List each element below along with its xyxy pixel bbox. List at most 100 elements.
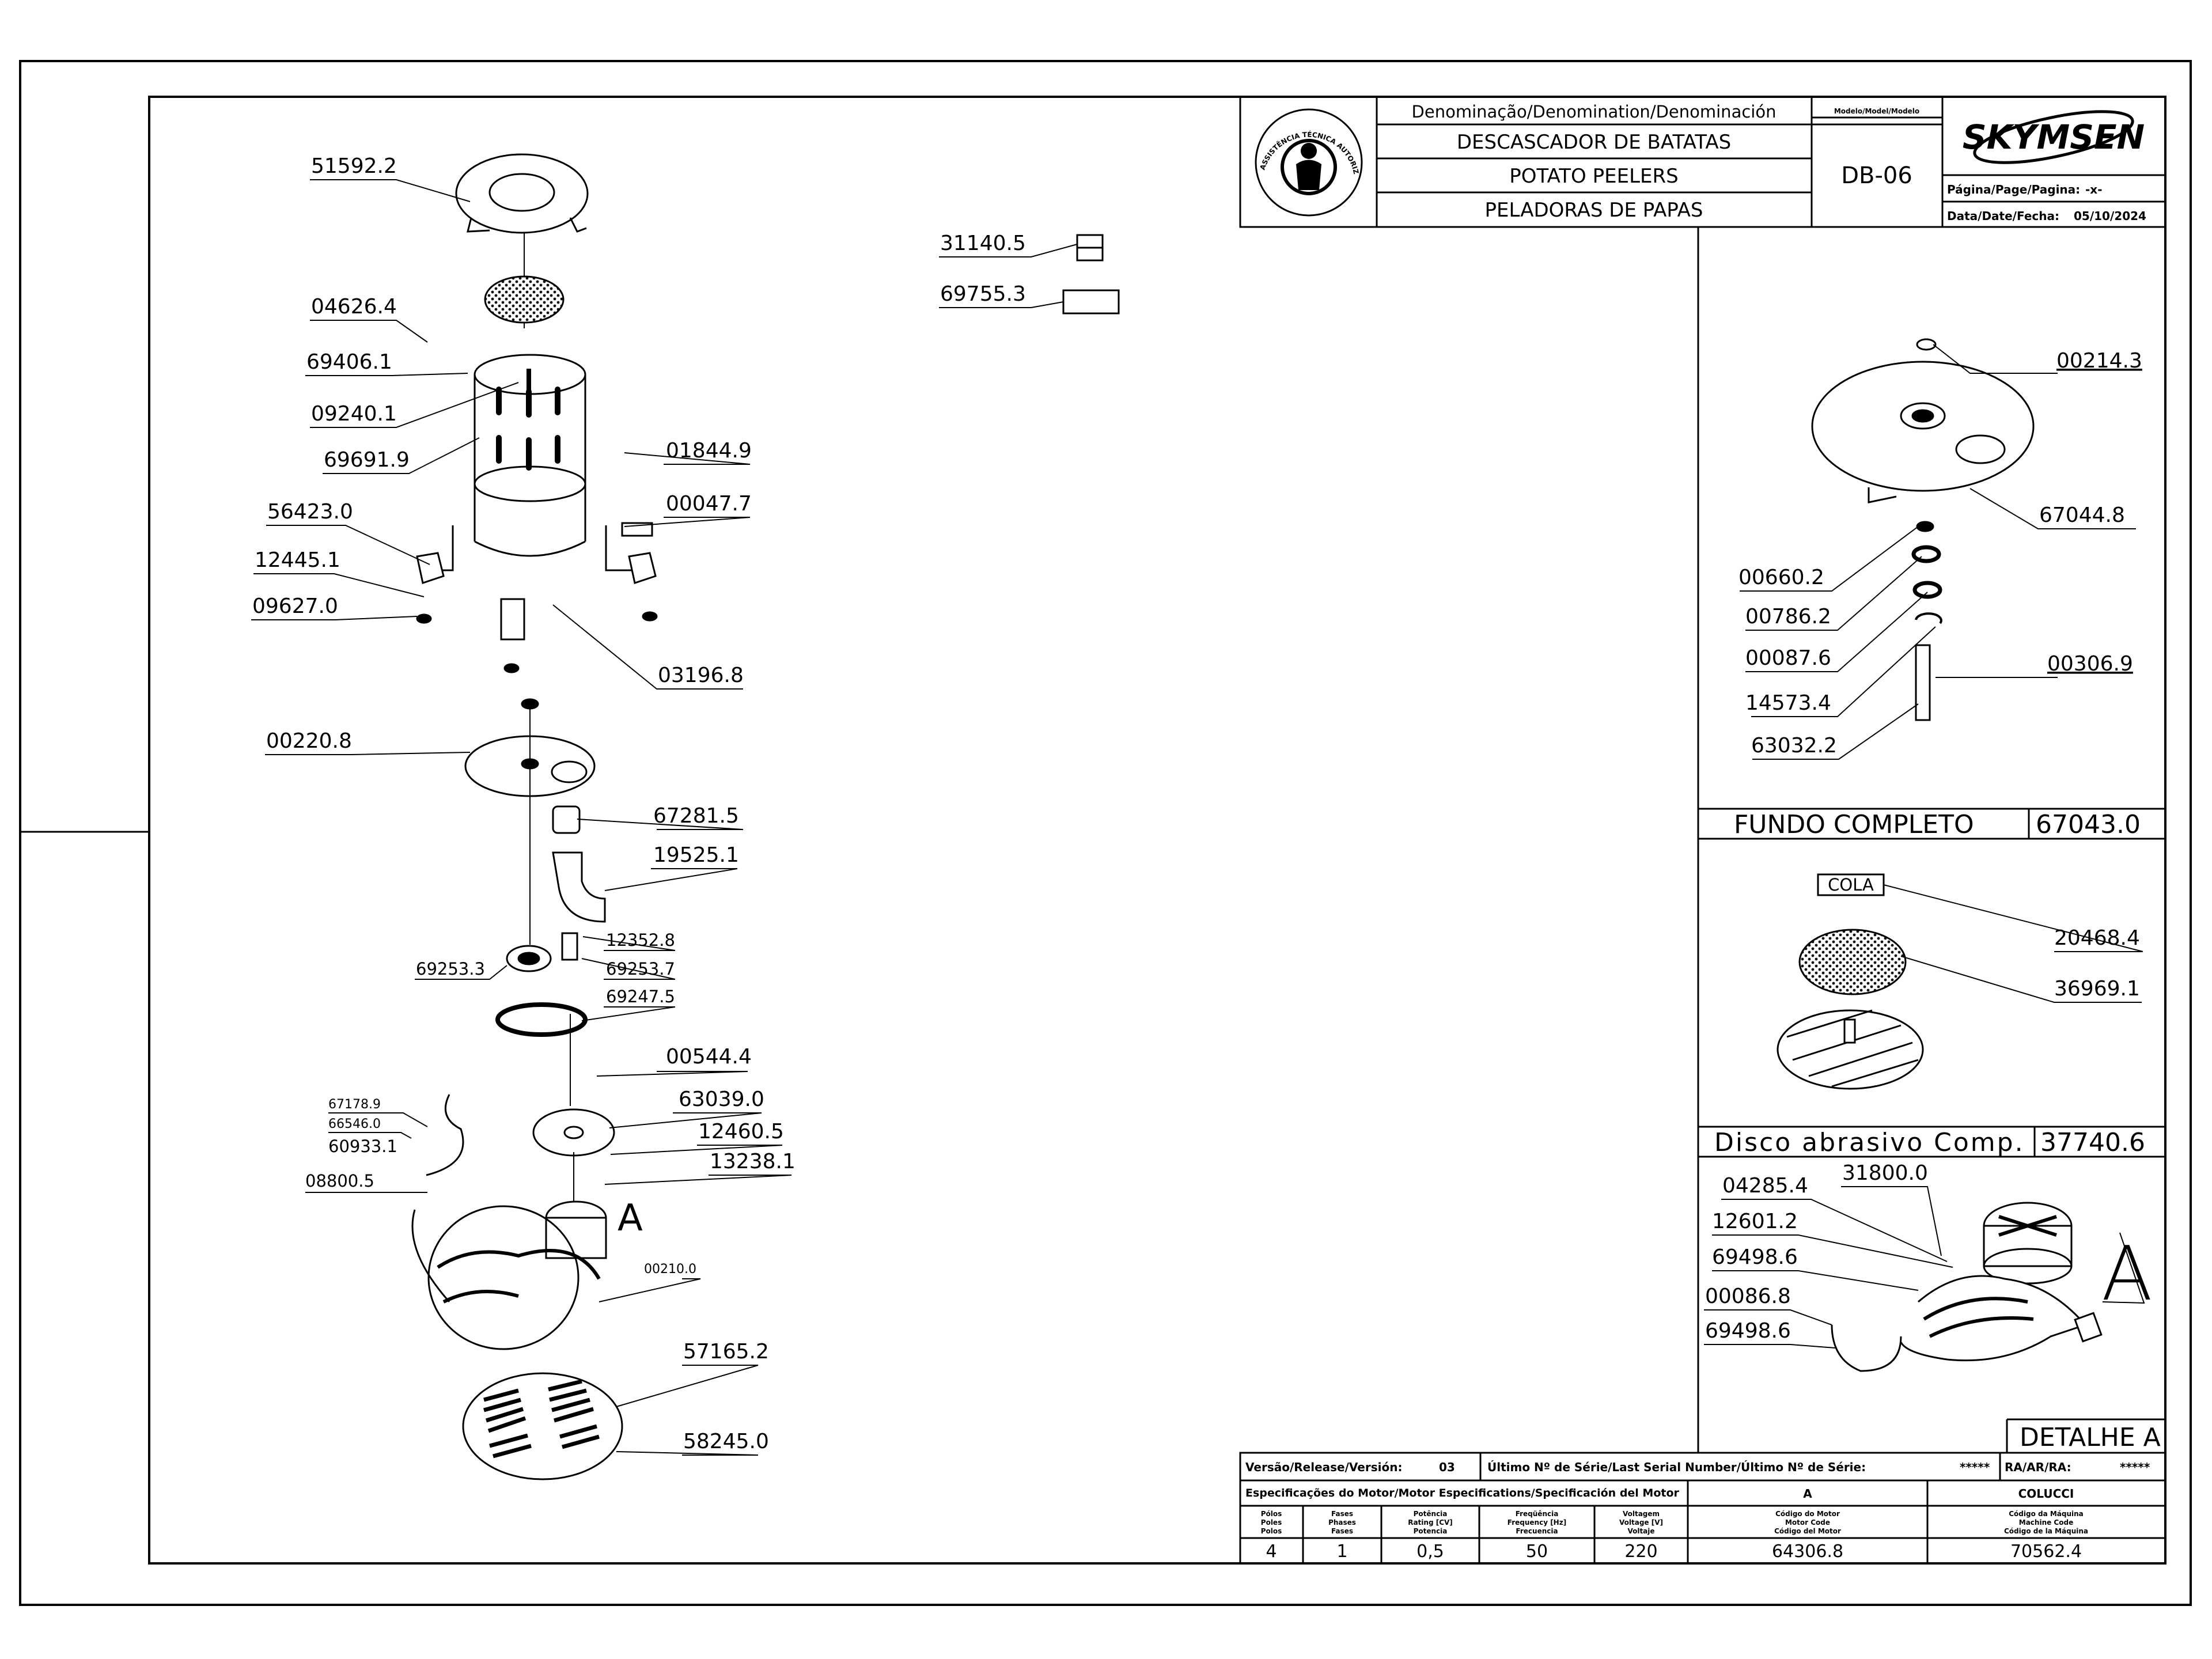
- svg-text:Pólos: Pólos: [1261, 1510, 1282, 1518]
- part-label: 00214.3: [2056, 349, 2142, 373]
- svg-text:Rating [CV]: Rating [CV]: [1408, 1518, 1453, 1527]
- machine-code-header: COLUCCI: [2018, 1487, 2074, 1501]
- authorized-service-seal: ASSISTÊNCIA TÉCNICA AUTORIZADA: [0, 0, 1363, 217]
- sheet-border: [19, 60, 2192, 1606]
- fundo-labels: 00214.3 67044.8 00660.2 00786.2 00087.6 …: [1734, 349, 2142, 839]
- part-label: 69691.9: [324, 448, 410, 472]
- part-label: 67281.5: [653, 804, 739, 828]
- seal-text: ASSISTÊNCIA TÉCNICA AUTORIZADA: [0, 0, 1360, 175]
- part-label: 00210.0: [644, 1262, 696, 1277]
- part-label: 69406.1: [306, 350, 392, 374]
- part-label: 12445.1: [255, 548, 340, 572]
- part-label: 08800.5: [305, 1171, 374, 1191]
- part-label: 00306.9: [2047, 652, 2133, 676]
- date-label: Data/Date/Fecha:: [1947, 209, 2059, 223]
- svg-text:Poles: Poles: [1261, 1518, 1282, 1527]
- svg-text:Fases: Fases: [1331, 1510, 1353, 1518]
- part-label: 58245.0: [683, 1430, 769, 1453]
- part-label: 56423.0: [267, 500, 353, 524]
- part-label: 69247.5: [606, 987, 675, 1006]
- denomination-header: Denominação/Denomination/Denominación: [1412, 102, 1777, 122]
- page-value: -x-: [2085, 183, 2103, 196]
- model-header: Modelo/Model/Modelo: [1834, 107, 1919, 115]
- disco-leaders: [1883, 884, 2143, 1003]
- part-label: 00544.4: [666, 1045, 752, 1069]
- part-label: 09627.0: [252, 594, 338, 618]
- detalhe-section-title: DETALHE A: [2020, 1423, 2161, 1452]
- model-value: DB-06: [1841, 162, 1912, 189]
- svg-text:Potencia: Potencia: [1414, 1527, 1448, 1535]
- part-label: 31140.5: [940, 232, 1026, 255]
- phases-value: 1: [1336, 1541, 1347, 1562]
- detalhe-labels: 04285.4 31800.0 12601.2 69498.6 00086.8 …: [1705, 1161, 2161, 1452]
- fundo-drawing: [1811, 338, 2035, 721]
- power-value: 0,5: [1416, 1541, 1444, 1562]
- svg-text:Código del Motor: Código del Motor: [1774, 1527, 1841, 1535]
- part-label: 69498.6: [1712, 1245, 1798, 1269]
- part-label: 66546.0: [328, 1117, 381, 1131]
- frequency-value: 50: [1526, 1541, 1548, 1562]
- fundo-leaders: [1740, 344, 2136, 760]
- footer-values: 4 1 0,5 50 220 64306.8 70562.4: [1266, 1541, 2082, 1562]
- part-label: 31800.0: [1842, 1161, 1928, 1185]
- part-label: 69253.7: [606, 959, 675, 979]
- svg-text:Código da Máquina: Código da Máquina: [2009, 1510, 2084, 1518]
- title-block: [1239, 96, 2166, 228]
- svg-text:Freqüência: Freqüência: [1516, 1510, 1559, 1518]
- motor-code-header: A: [1803, 1487, 1812, 1501]
- voltage-value: 220: [1624, 1541, 1657, 1562]
- svg-text:Voltagem: Voltagem: [1623, 1510, 1660, 1518]
- svg-text:Motor Code: Motor Code: [1785, 1518, 1830, 1527]
- part-label: 00047.7: [666, 492, 752, 516]
- poles-value: 4: [1266, 1541, 1277, 1562]
- disco-section-code: 37740.6: [2040, 1128, 2145, 1157]
- detail-marker: A: [2101, 1230, 2153, 1317]
- part-label: 36969.1: [2054, 977, 2140, 1001]
- svg-text:Phases: Phases: [1328, 1518, 1356, 1527]
- page-label: Página/Page/Pagina:: [1947, 183, 2080, 196]
- detalhe-leaders: [1704, 1186, 2145, 1349]
- date-value: 05/10/2024: [2074, 209, 2146, 223]
- part-label: 69498.6: [1705, 1319, 1791, 1343]
- part-label: 00220.8: [266, 729, 352, 753]
- svg-text:Machine Code: Machine Code: [2019, 1518, 2073, 1527]
- part-label: 14573.4: [1745, 691, 1831, 715]
- part-label: 12352.8: [606, 930, 675, 950]
- footer-column-headers: Pólos Poles Polos Fases Phases Fases Pot…: [1261, 1510, 2088, 1535]
- part-label: 20468.4: [2054, 926, 2140, 950]
- part-label: 67178.9: [328, 1097, 381, 1112]
- motor-spec-label: Especificações do Motor/Motor Especifica…: [1245, 1487, 1680, 1499]
- part-label: 09240.1: [311, 402, 397, 426]
- ra-label: RA/AR/RA:: [2005, 1460, 2071, 1474]
- version-label: Versão/Release/Versión:: [1245, 1460, 1402, 1474]
- part-label: 19525.1: [653, 843, 739, 867]
- name-pt: DESCASCADOR DE BATATAS: [1457, 131, 1731, 154]
- part-label: 69755.3: [940, 282, 1026, 306]
- part-label: 04285.4: [1722, 1174, 1808, 1198]
- part-label: 03196.8: [658, 664, 744, 687]
- brand-name: SKYMSEN: [1963, 118, 2145, 157]
- part-label: 00087.6: [1745, 646, 1831, 670]
- fundo-section-title: FUNDO COMPLETO: [1734, 810, 1974, 839]
- serial-value: *****: [1960, 1460, 1990, 1474]
- svg-text:Voltaje: Voltaje: [1627, 1527, 1654, 1535]
- svg-text:Potência: Potência: [1414, 1510, 1448, 1518]
- motor-code-value: 64306.8: [1772, 1541, 1843, 1562]
- svg-text:Fases: Fases: [1331, 1527, 1353, 1535]
- svg-text:Código de la Máquina: Código de la Máquina: [2004, 1527, 2088, 1535]
- svg-text:Código do Motor: Código do Motor: [1775, 1510, 1840, 1518]
- part-label: 67044.8: [2039, 503, 2125, 527]
- right-panels: [1697, 227, 2165, 1453]
- part-label: 13238.1: [710, 1150, 796, 1173]
- version-value: 03: [1439, 1460, 1455, 1474]
- part-label: 60933.1: [328, 1137, 397, 1156]
- svg-text:Voltage [V]: Voltage [V]: [1619, 1518, 1663, 1527]
- name-en: POTATO PEELERS: [1509, 165, 1678, 188]
- part-label: 63039.0: [679, 1088, 764, 1111]
- part-label: 12601.2: [1712, 1210, 1798, 1233]
- svg-text:Frecuencia: Frecuencia: [1516, 1527, 1558, 1535]
- part-label: 01844.9: [666, 439, 752, 463]
- disco-labels: COLA 20468.4 36969.1 Disco abrasivo Comp…: [1714, 875, 2145, 1157]
- part-label: 57165.2: [683, 1340, 769, 1363]
